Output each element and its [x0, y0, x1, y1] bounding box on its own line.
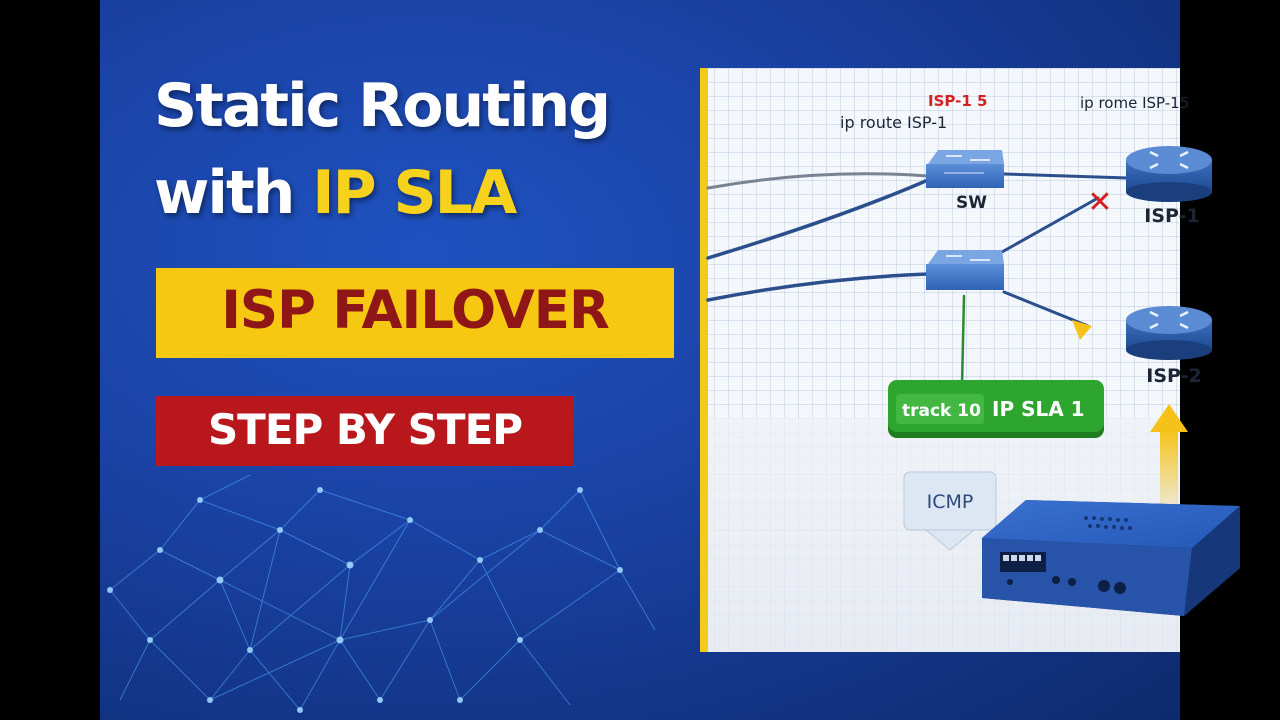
network-mesh-decoration — [107, 474, 656, 713]
track-ip-sla-badge — [888, 380, 1104, 438]
switch-label: SW — [956, 193, 987, 213]
step-by-step-banner: STEP BY STEP — [156, 396, 574, 466]
up-arrow-icon — [1150, 404, 1188, 504]
isp1-label: ISP-1 — [1144, 205, 1199, 227]
thumbnail: Static Routing with IP SLA ISP FAILOVER … — [100, 0, 1240, 720]
step-by-step-text: STEP BY STEP — [207, 405, 523, 454]
router-isp2-icon — [1126, 306, 1212, 360]
icmp-box — [903, 471, 997, 551]
network-links — [706, 172, 1130, 388]
ip-route-label: ip route ISP-1 — [840, 113, 947, 132]
panel-yellow-edge — [700, 68, 708, 652]
network-diagram: ✕ — [706, 92, 1240, 616]
isp-failover-banner: ISP FAILOVER — [156, 268, 674, 358]
network-appliance-icon — [982, 500, 1240, 616]
ip-rome-label: ip rome ISP-15 — [1080, 94, 1189, 112]
title-line-1: Static Routing — [154, 71, 611, 141]
isp2-label: ISP-2 — [1146, 365, 1201, 387]
network-diagram-panel: ✕ — [700, 68, 1240, 652]
switch-bottom-icon — [926, 250, 1004, 290]
title-line-2: with IP SLA — [154, 158, 517, 228]
title-highlight: IP SLA — [312, 158, 517, 228]
router-isp1-icon — [1126, 146, 1212, 202]
link-failed-x-icon: ✕ — [1087, 185, 1112, 220]
icmp-label: ICMP — [927, 491, 974, 513]
track-prefix-label: track 10 — [902, 401, 981, 421]
switch-top-icon — [926, 150, 1004, 188]
isp15-red-label: ISP-1 5 — [928, 92, 987, 110]
isp-failover-text: ISP FAILOVER — [221, 280, 610, 341]
failover-arrow-icon — [1072, 320, 1092, 340]
track-suffix-label: IP SLA 1 — [992, 397, 1085, 421]
